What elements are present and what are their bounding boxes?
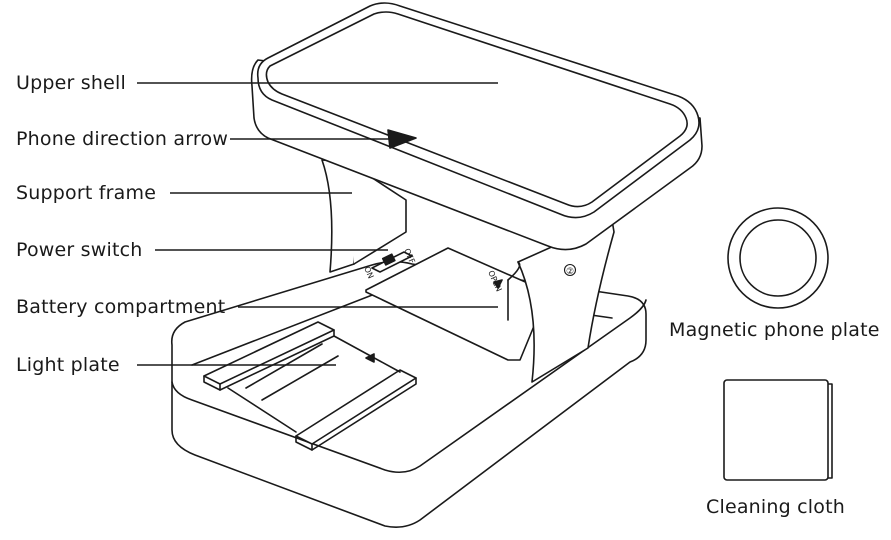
label-magnetic-phone-plate: Magnetic phone plate [669,319,880,341]
cleaning-cloth [723,379,833,481]
power-switch [371,251,413,273]
label-light-plate: Light plate [16,354,120,376]
magnetic-phone-plate [727,207,829,309]
support-number-text: ② [566,267,574,277]
label-power-switch: Power switch [16,239,143,261]
label-battery-compartment: Battery compartment [16,296,226,318]
callout-leader-lines [137,82,498,366]
light-plate [203,321,417,451]
upper-shell [250,2,703,251]
label-support-frame: Support frame [16,182,157,204]
battery-compartment [365,247,549,361]
left-support-frame [321,159,407,273]
label-upper-shell: Upper shell [16,72,126,94]
battery-open-arrow-icon [493,279,503,289]
right-support-frame [507,219,615,383]
label-cleaning-cloth: Cleaning cloth [706,496,845,518]
label-phone-direction-arrow: Phone direction arrow [16,128,229,150]
light-plate-arrow-icon [365,353,375,363]
